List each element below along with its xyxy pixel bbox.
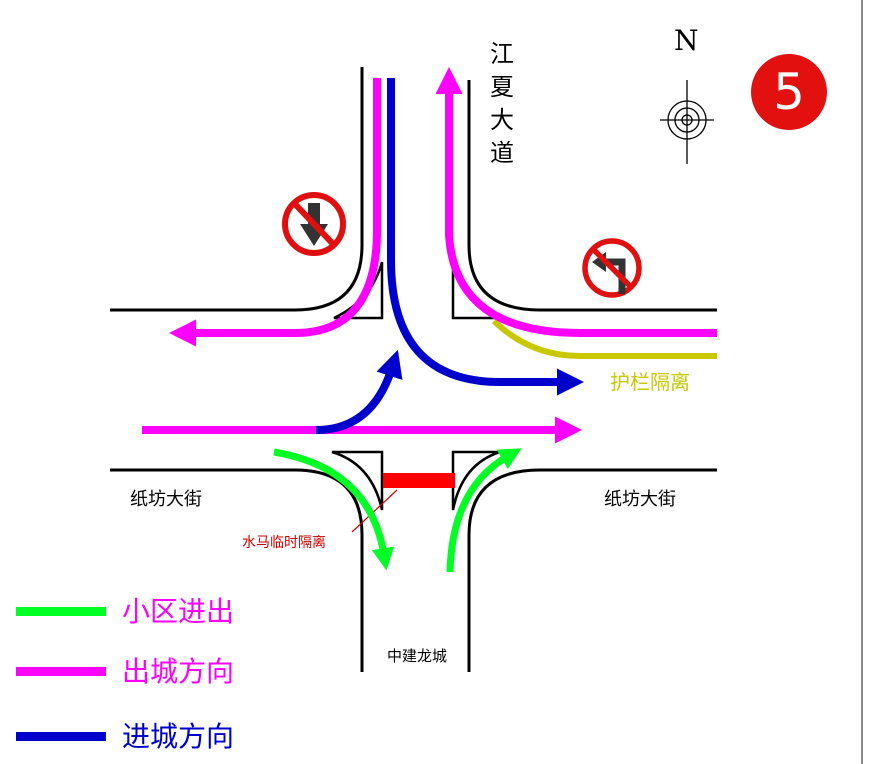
legend-swatch <box>16 732 106 741</box>
guardrail-label: 护栏隔离 <box>610 370 690 394</box>
sheet-number-badge: 5 <box>751 54 827 130</box>
road-label-south: 中建龙城 <box>387 647 448 665</box>
flow-out-of-community <box>446 448 522 573</box>
road-label-west: 纸坊大街 <box>130 489 202 510</box>
legend-label: 进城方向 <box>122 720 235 753</box>
legend-swatch <box>16 607 106 616</box>
compass-north-label: N <box>674 24 699 57</box>
outbound-flows <box>142 66 717 444</box>
legend-label: 出城方向 <box>122 655 235 688</box>
no-left-turn-sign-icon <box>582 238 642 298</box>
inbound-flows <box>315 78 585 434</box>
compass-icon <box>660 80 714 164</box>
community-flows <box>273 448 522 573</box>
guardrail-line <box>491 318 717 359</box>
road-edge-northeast <box>467 80 717 312</box>
flow-west-to-north <box>315 349 403 434</box>
frame-border <box>861 0 863 764</box>
road-label-east: 纸坊大街 <box>604 489 676 510</box>
flow-into-community <box>273 448 394 571</box>
flow-south-to-west <box>168 78 381 347</box>
no-straight-ahead-sign-icon <box>282 192 346 256</box>
water-barrier-leader <box>351 489 398 533</box>
road-label-north: 江夏大道 <box>490 40 514 167</box>
water-barrier <box>383 473 455 488</box>
island-southwest <box>331 450 384 511</box>
flow-east-to-north <box>435 66 717 337</box>
road-edge-southeast <box>467 468 717 672</box>
road-edge-northwest <box>110 67 364 312</box>
legend-swatch <box>16 667 106 676</box>
flow-north-to-east <box>387 78 585 396</box>
water-barrier-label: 水马临时隔离 <box>242 535 326 551</box>
legend-label: 小区进出 <box>122 595 235 628</box>
